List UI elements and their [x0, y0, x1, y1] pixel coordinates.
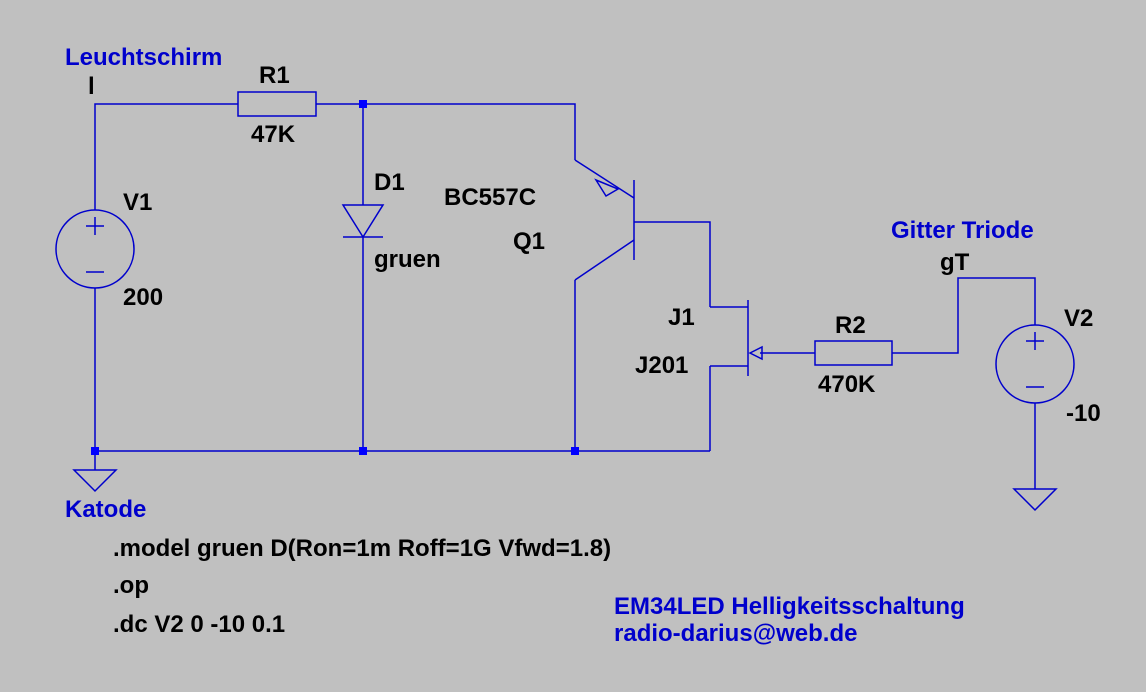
note-email: radio-darius@web.de	[614, 620, 857, 647]
d1-value: gruen	[374, 246, 441, 273]
directive-dc[interactable]: .dc V2 0 -10 0.1	[113, 611, 285, 638]
r1-value: 47K	[251, 121, 296, 148]
v1-name: V1	[123, 189, 152, 216]
note-title: EM34LED Helligkeitsschaltung	[614, 593, 965, 620]
junction-bottom-d1	[359, 447, 367, 455]
j1-value: J201	[635, 352, 688, 379]
r2-name: R2	[835, 312, 866, 339]
v2-voltage-source-symbol[interactable]	[995, 324, 1075, 404]
net-label-katode: Katode	[65, 496, 146, 523]
v1-voltage-source-symbol[interactable]	[55, 209, 135, 289]
v2-value: -10	[1066, 400, 1101, 427]
directive-model[interactable]: .model gruen D(Ron=1m Roff=1G Vfwd=1.8)	[113, 535, 611, 562]
q1-value: BC557C	[444, 184, 536, 211]
junction-bottom-q1	[571, 447, 579, 455]
ground-symbol-left	[72, 469, 118, 493]
d1-name: D1	[374, 169, 405, 196]
r2-value: 470K	[818, 371, 876, 398]
r2-resistor-symbol[interactable]	[814, 340, 893, 366]
directive-op[interactable]: .op	[113, 572, 149, 599]
v1-value: 200	[123, 284, 163, 311]
net-port-gt: gT	[940, 249, 970, 276]
junction-bottom-left	[91, 447, 99, 455]
net-port-l: l	[88, 73, 95, 100]
v2-name: V2	[1064, 305, 1093, 332]
net-label-leuchtschirm: Leuchtschirm	[65, 44, 222, 71]
r1-name: R1	[259, 62, 290, 89]
wire-r2-gt	[892, 277, 1036, 354]
r1-resistor-symbol[interactable]	[237, 91, 317, 117]
wire-r1-to-q1	[316, 103, 576, 160]
net-label-gitter-triode: Gitter Triode	[891, 217, 1034, 244]
j1-name: J1	[668, 304, 695, 331]
q1-name: Q1	[513, 228, 545, 255]
junction-top	[359, 100, 367, 108]
wire-q1-base-j1	[634, 221, 711, 307]
j1-jfet-symbol[interactable]	[710, 300, 763, 376]
wires	[94, 103, 1036, 489]
d1-diode-symbol[interactable]	[341, 204, 385, 239]
q1-transistor-symbol[interactable]	[574, 159, 635, 281]
wire-leuchtschirm	[94, 103, 238, 210]
ground-symbol-right	[1012, 488, 1058, 512]
